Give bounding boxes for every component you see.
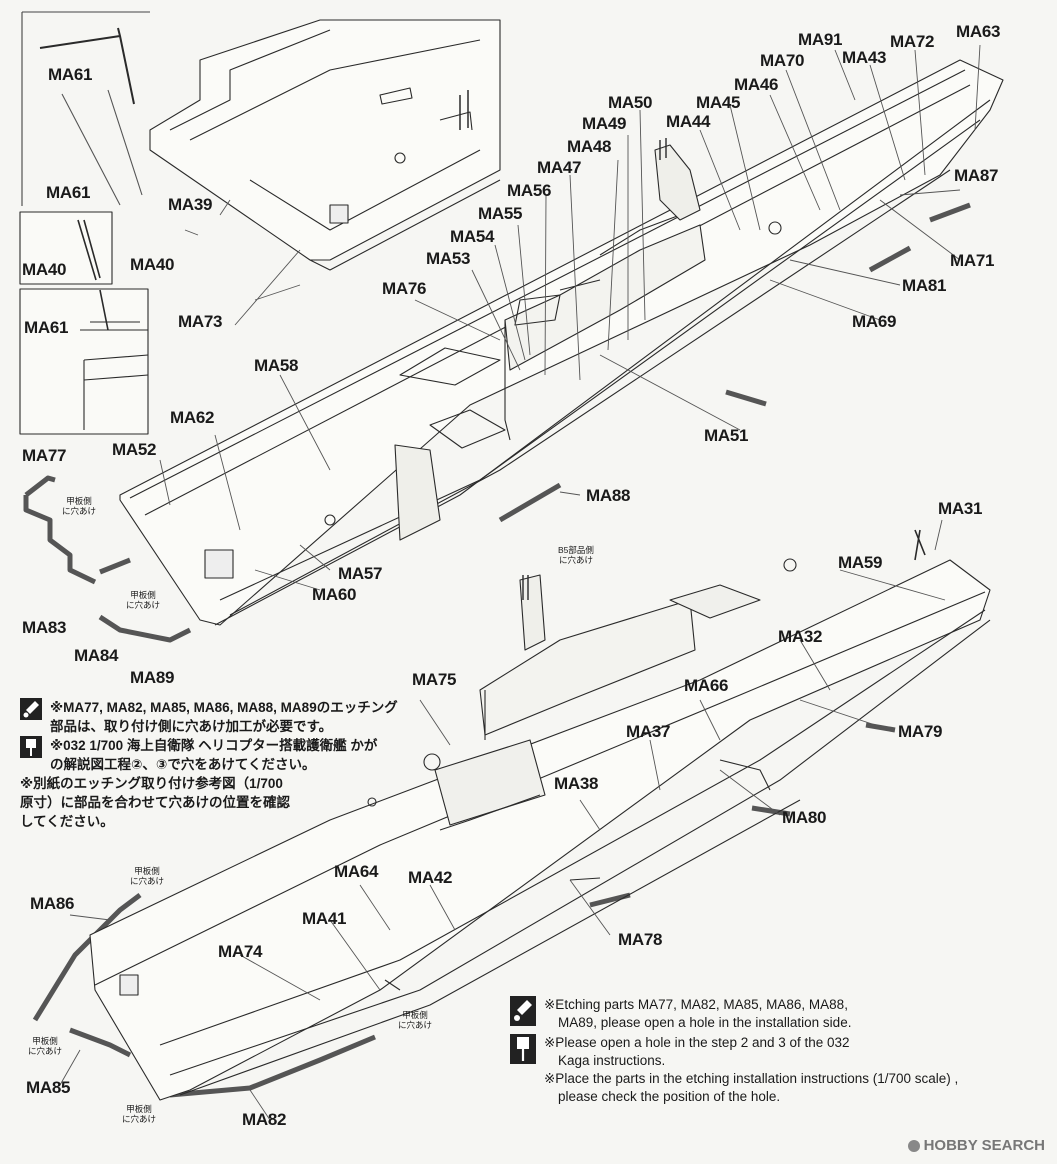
label-ma37: MA37: [626, 722, 671, 741]
label-ma41: MA41: [302, 909, 347, 928]
label-ma51: MA51: [704, 426, 749, 445]
label-ma47: MA47: [537, 158, 582, 177]
watermark-text: HOBBY SEARCH: [923, 1137, 1045, 1154]
stern-detail: [149, 19, 501, 271]
label-ma56: MA56: [507, 181, 552, 200]
label-ma75: MA75: [412, 670, 457, 689]
label-ma44: MA44: [666, 112, 711, 131]
label-ma64: MA64: [334, 862, 379, 881]
label-ma89: MA89: [130, 668, 175, 687]
label-ma79: MA79: [898, 722, 943, 741]
paint-drop-icon: [20, 698, 42, 720]
label-ma38: MA38: [554, 774, 599, 793]
label-ma63: MA63: [956, 22, 1001, 41]
label-ma50: MA50: [608, 93, 653, 112]
label-ma84: MA84: [74, 646, 119, 665]
note-jp-1: ※MA77, MA82, MA85, MA86, MA88, MA89のエッチン…: [50, 700, 398, 715]
label-ma88: MA88: [586, 486, 631, 505]
label-ma71: MA71: [950, 251, 995, 270]
label-ma58: MA58: [254, 356, 299, 375]
label-ma57: MA57: [338, 564, 383, 583]
label-ma31: MA31: [938, 499, 983, 518]
label-ma73: MA73: [178, 312, 223, 331]
label-ma62: MA62: [170, 408, 215, 427]
label-ma80: MA80: [782, 808, 827, 827]
label-ma77: MA77: [22, 446, 67, 465]
label-ma60: MA60: [312, 585, 357, 604]
label-ma82: MA82: [242, 1110, 287, 1129]
label-ma70: MA70: [760, 51, 805, 70]
label-ma52: MA52: [112, 440, 157, 459]
label-ma46: MA46: [734, 75, 779, 94]
hole-note: 甲板側 に穴あけ: [398, 1010, 433, 1030]
label-ma69: MA69: [852, 312, 897, 331]
label-ma83: MA83: [22, 618, 67, 637]
label-ma39: MA39: [168, 195, 213, 214]
note-en-2: MA89, please open a hole in the installa…: [558, 1015, 852, 1030]
label-ma61: MA61: [46, 183, 91, 202]
note-jp-6: 原寸）に部品を合わせて穴あけの位置を確認: [20, 795, 290, 810]
notes-jp: ※MA77, MA82, MA85, MA86, MA88, MA89のエッチン…: [20, 698, 440, 831]
label-ma54: MA54: [450, 227, 495, 246]
label-ma76: MA76: [382, 279, 427, 298]
label-ma55: MA55: [478, 204, 523, 223]
lower-hull: [89, 529, 991, 1101]
note-jp-5: ※別紙のエッチング取り付け参考図（1/700: [20, 776, 283, 791]
hole-note: 甲板側 に穴あけ: [122, 1104, 157, 1124]
watermark: HOBBY SEARCH: [907, 1137, 1045, 1154]
hole-note: 甲板側 に穴あけ: [130, 866, 165, 886]
note-en-5: ※Place the parts in the etching installa…: [544, 1071, 959, 1086]
ma61-detail-inset: [21, 11, 150, 206]
label-ma40: MA40: [130, 255, 175, 274]
drill-icon: [510, 1034, 536, 1064]
note-en-1: ※Etching parts MA77, MA82, MA85, MA86, M…: [544, 997, 848, 1012]
note-en-3: ※Please open a hole in the step 2 and 3 …: [544, 1035, 850, 1050]
label-ma53: MA53: [426, 249, 471, 268]
note-en-4: Kaga instructions.: [558, 1053, 666, 1068]
note-en-6: please check the position of the hole.: [558, 1089, 781, 1104]
label-ma72: MA72: [890, 32, 935, 51]
ma40-inset: [19, 211, 113, 285]
label-ma59: MA59: [838, 553, 883, 572]
watermark-logo-icon: [907, 1139, 920, 1152]
label-ma61-attach: MA61: [24, 318, 69, 337]
paint-drop-icon: [510, 996, 536, 1026]
label-ma42: MA42: [408, 868, 453, 887]
label-ma85: MA85: [26, 1078, 71, 1097]
label-ma74: MA74: [218, 942, 263, 961]
hole-note: B5部品側 に穴あけ: [558, 545, 594, 565]
label-ma43: MA43: [842, 48, 887, 67]
hole-note: 甲板側 に穴あけ: [126, 590, 161, 610]
label-ma45: MA45: [696, 93, 741, 112]
label-ma78: MA78: [618, 930, 663, 949]
hole-note: 甲板側 に穴あけ: [62, 496, 97, 516]
note-jp-2: 部品は、取り付け側に穴あけ加工が必要です。: [50, 719, 333, 734]
label-ma48: MA48: [567, 137, 612, 156]
notes-en: ※Etching parts MA77, MA82, MA85, MA86, M…: [510, 996, 1030, 1106]
label-ma40-inset: MA40: [22, 260, 67, 279]
note-jp-7: してください。: [20, 814, 114, 829]
label-ma81: MA81: [902, 276, 947, 295]
note-jp-4: の解説図工程②、③で穴をあけてください。: [50, 757, 316, 772]
upper-hull: [119, 59, 1004, 626]
label-ma86: MA86: [30, 894, 75, 913]
label-ma66: MA66: [684, 676, 729, 695]
label-ma61-inset: MA61: [48, 65, 93, 84]
note-jp-3: ※032 1/700 海上自衛隊 ヘリコプター搭載護衛艦 かが: [50, 738, 378, 753]
drill-icon: [20, 736, 42, 758]
leader-lines: [59, 44, 981, 1121]
label-ma87: MA87: [954, 166, 999, 185]
label-ma32: MA32: [778, 627, 823, 646]
label-ma91: MA91: [798, 30, 843, 49]
label-ma49: MA49: [582, 114, 627, 133]
hole-note: 甲板側 に穴あけ: [28, 1036, 63, 1056]
